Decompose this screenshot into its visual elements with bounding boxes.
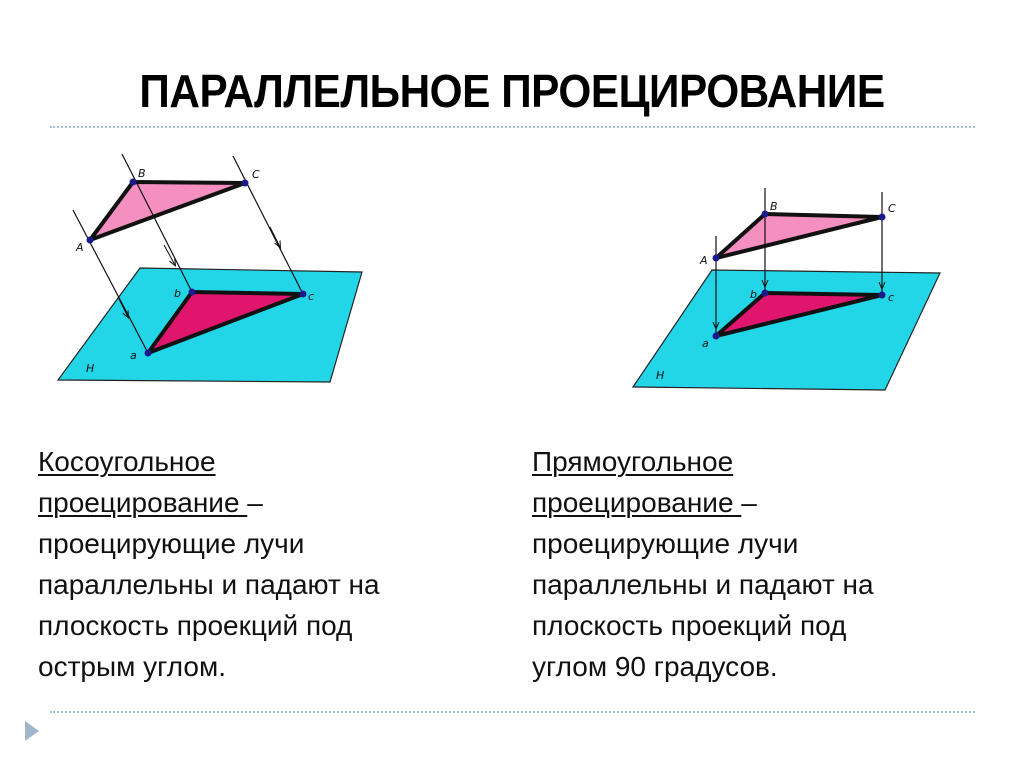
svg-text:c: c [888, 291, 894, 304]
term-orthogonal: Прямоугольное [532, 446, 734, 477]
svg-text:C: C [888, 202, 896, 215]
term-oblique: Косоугольное [38, 446, 216, 477]
svg-text:A: A [699, 254, 708, 267]
projection-triangle [714, 291, 884, 338]
svg-text:C: C [252, 168, 260, 181]
oblique-projection-definition: Косоугольное проецирование – проецирующи… [38, 446, 380, 682]
svg-text:H: H [86, 362, 94, 375]
footer-divider [50, 711, 975, 713]
svg-text:a: a [702, 337, 709, 350]
orthogonal-projection-definition: Прямоугольное проецирование – проецирующ… [532, 446, 874, 682]
svg-text:B: B [138, 167, 146, 180]
svg-text:b: b [174, 287, 181, 300]
title-divider [50, 126, 975, 128]
svg-text:a: a [130, 349, 137, 362]
svg-text:b: b [750, 288, 757, 301]
projection-triangle [146, 290, 305, 355]
svg-text:A: A [75, 241, 84, 254]
space-triangle [714, 212, 884, 260]
plane-h [631, 269, 941, 391]
slide-title: ПАРАЛЛЕЛЬНОЕ ПРОЕЦИРОВАНИЕ [139, 65, 885, 117]
svg-text:c: c [308, 290, 314, 303]
oblique-projection-diagram: B C A b c a H [56, 153, 363, 383]
svg-text:H: H [656, 369, 664, 382]
next-slide-arrow-icon[interactable] [25, 721, 39, 741]
svg-text:B: B [770, 200, 778, 213]
orthogonal-projection-diagram: B C A b c a H [631, 188, 941, 391]
space-triangle [88, 180, 247, 242]
